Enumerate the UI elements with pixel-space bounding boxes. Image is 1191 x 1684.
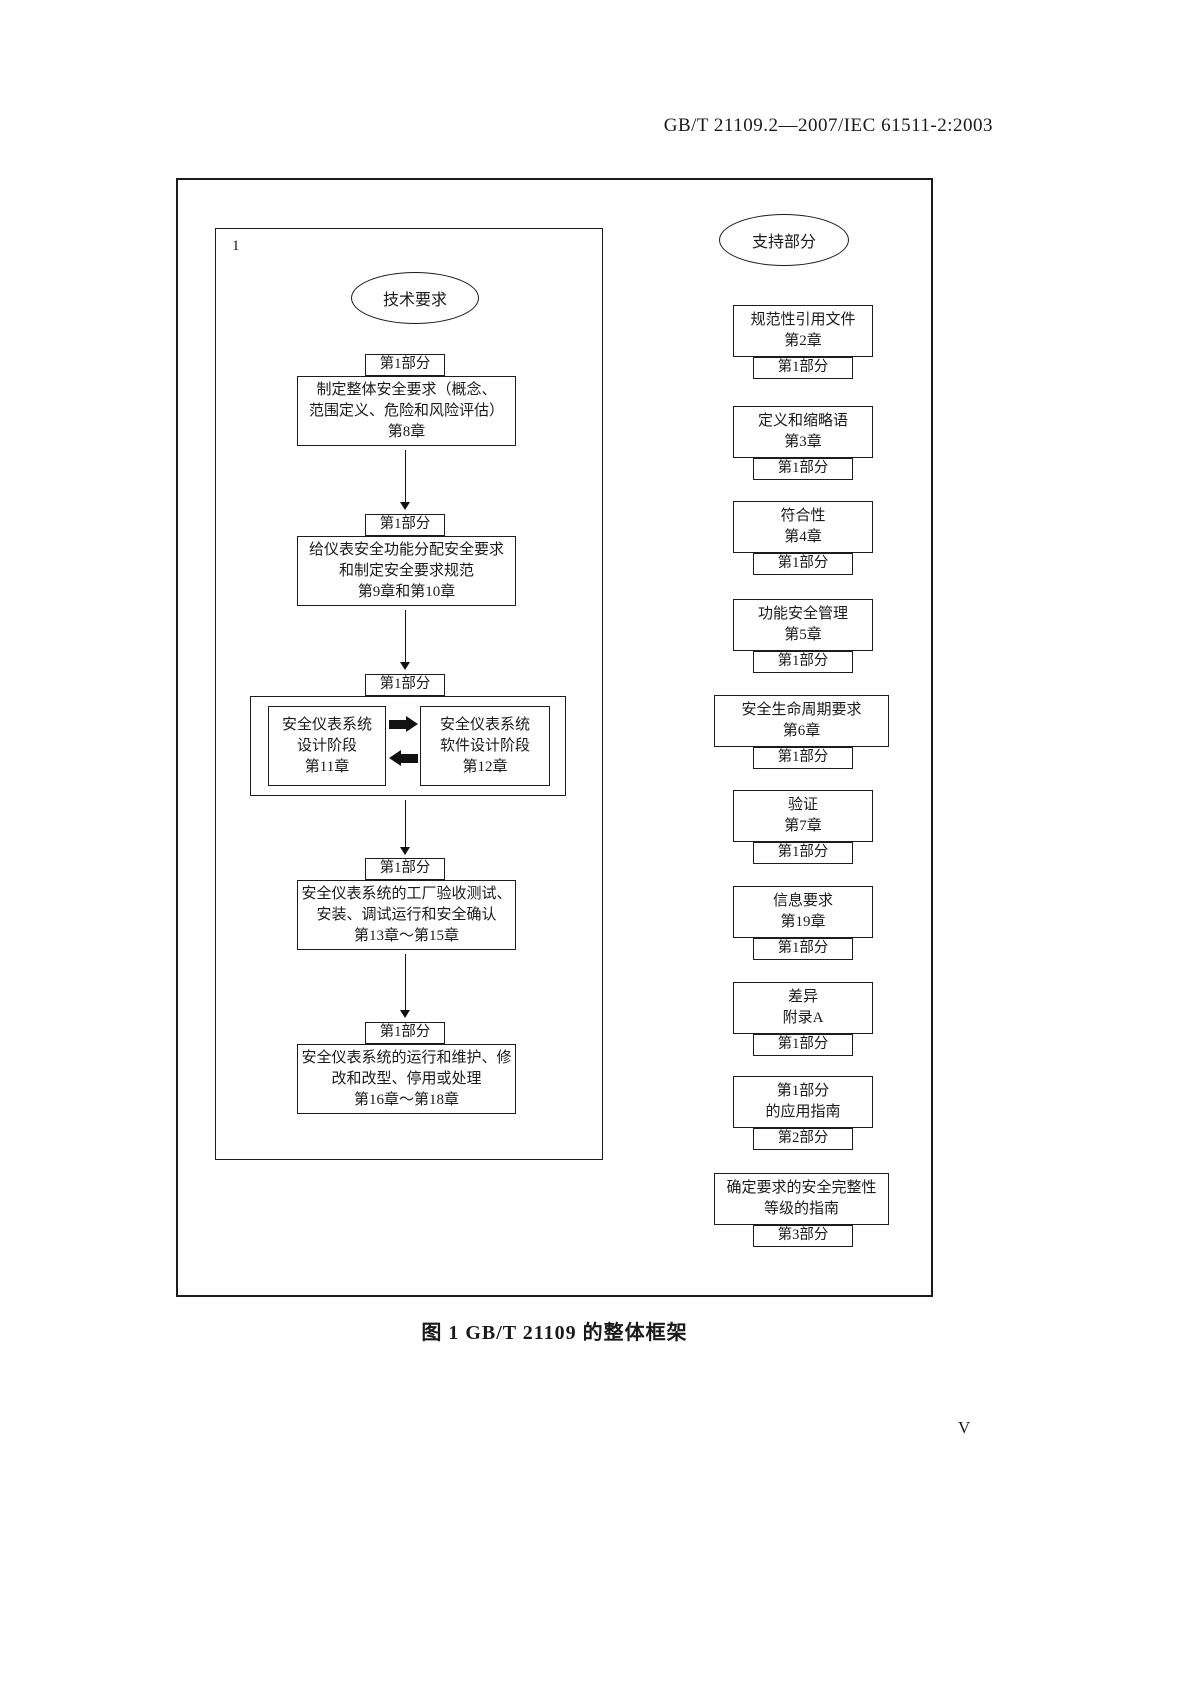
left-flow-frame xyxy=(215,228,603,1160)
support-item-tab: 第1部分 xyxy=(753,357,853,379)
step5-box: 安全仪表系统的运行和维护、修 改和改型、停用或处理 第16章～第18章 xyxy=(297,1044,516,1114)
step5-line: 第16章～第18章 xyxy=(353,1091,459,1108)
support-item-box: 符合性 第4章 xyxy=(733,501,873,553)
support-item-line: 安全生命周期要求 xyxy=(741,702,862,718)
sis-software-line: 安全仪表系统 xyxy=(439,716,530,733)
support-item-line: 第4章 xyxy=(784,529,822,545)
support-item-box: 规范性引用文件 第2章 xyxy=(733,305,873,357)
step1-box: 制定整体安全要求（概念、 范围定义、危险和风险评估） 第8章 xyxy=(297,376,516,446)
sis-software-line: 软件设计阶段 xyxy=(439,737,530,754)
support-item-line: 等级的指南 xyxy=(763,1201,839,1217)
support-item-line: 确定要求的安全完整性 xyxy=(726,1180,877,1196)
support-item-line: 第6章 xyxy=(782,723,821,739)
arrow-right-icon xyxy=(389,716,418,732)
support-item-line: 第1部分 xyxy=(776,1083,830,1099)
flow-arrow-down-icon xyxy=(400,450,411,510)
support-item-box: 定义和缩略语 第3章 xyxy=(733,406,873,458)
step5-part-tab: 第1部分 xyxy=(365,1022,445,1044)
support-item-tab: 第3部分 xyxy=(753,1225,853,1247)
support-item-line: 符合性 xyxy=(780,508,826,524)
step2-line: 和制定安全要求规范 xyxy=(338,562,474,579)
support-item-tab: 第1部分 xyxy=(753,651,853,673)
step4-line: 安装、调试运行和安全确认 xyxy=(316,906,497,923)
step2-part-tab: 第1部分 xyxy=(365,514,445,536)
frame-label: 1 xyxy=(232,238,240,254)
support-item-box: 确定要求的安全完整性 等级的指南 xyxy=(714,1173,889,1225)
sis-software-line: 第12章 xyxy=(462,758,508,775)
technical-requirements-label: 技术要求 xyxy=(382,292,447,309)
sis-design-line: 安全仪表系统 xyxy=(281,716,372,733)
support-item-tab: 第1部分 xyxy=(753,553,853,575)
supporting-parts-ellipse: 支持部分 xyxy=(719,214,849,266)
page-number: V xyxy=(958,1418,971,1437)
sis-design-line: 设计阶段 xyxy=(296,737,357,754)
supporting-parts-label: 支持部分 xyxy=(751,234,816,251)
step2-box: 给仪表安全功能分配安全要求 和制定安全要求规范 第9章和第10章 xyxy=(297,536,516,606)
figure-caption: 图 1 GB/T 21109 的整体框架 xyxy=(421,1322,688,1344)
step4-line: 安全仪表系统的工厂验收测试、 xyxy=(301,885,512,902)
support-item-box: 信息要求 第19章 xyxy=(733,886,873,938)
support-item-line: 信息要求 xyxy=(772,893,833,909)
support-item-tab: 第2部分 xyxy=(753,1128,853,1150)
support-item-line: 定义和缩略语 xyxy=(757,413,848,429)
support-item-line: 的应用指南 xyxy=(765,1104,841,1120)
support-item-line: 附录A xyxy=(782,1010,824,1026)
support-item-box: 第1部分 的应用指南 xyxy=(733,1076,873,1128)
support-item-line: 第7章 xyxy=(784,818,822,834)
step1-part-tab: 第1部分 xyxy=(365,354,445,376)
support-item-line: 第5章 xyxy=(784,627,822,643)
flow-arrow-down-icon xyxy=(400,610,411,670)
support-item-box: 安全生命周期要求 第6章 xyxy=(714,695,889,747)
support-item-line: 第3章 xyxy=(784,434,822,450)
figure-outer-frame xyxy=(176,178,933,1297)
support-item-tab: 第1部分 xyxy=(753,747,853,769)
step1-line: 第8章 xyxy=(387,423,426,440)
sis-software-design-box: 安全仪表系统 软件设计阶段 第12章 xyxy=(420,706,550,786)
support-item-line: 规范性引用文件 xyxy=(750,312,856,328)
step5-line: 改和改型、停用或处理 xyxy=(331,1070,482,1087)
support-item-tab: 第1部分 xyxy=(753,458,853,480)
step4-box: 安全仪表系统的工厂验收测试、 安装、调试运行和安全确认 第13章～第15章 xyxy=(297,880,516,950)
step1-line: 制定整体安全要求（概念、 xyxy=(316,381,497,398)
support-item-line: 第19章 xyxy=(780,914,826,930)
support-item-line: 功能安全管理 xyxy=(757,606,848,622)
arrow-left-icon xyxy=(389,750,418,766)
support-item-line: 第2章 xyxy=(784,333,822,349)
step2-line: 第9章和第10章 xyxy=(357,583,456,600)
support-item-tab: 第1部分 xyxy=(753,1034,853,1056)
step1-line: 范围定义、危险和风险评估） xyxy=(308,402,504,419)
support-item-tab: 第1部分 xyxy=(753,938,853,960)
support-item-box: 差异 附录A xyxy=(733,982,873,1034)
support-item-box: 功能安全管理 第5章 xyxy=(733,599,873,651)
support-item-line: 差异 xyxy=(787,989,818,1005)
step4-line: 第13章～第15章 xyxy=(353,927,459,944)
support-item-box: 验证 第7章 xyxy=(733,790,873,842)
sis-design-box: 安全仪表系统 设计阶段 第11章 xyxy=(268,706,386,786)
flow-arrow-down-icon xyxy=(400,954,411,1018)
document-header: GB/T 21109.2—2007/IEC 61511-2:2003 xyxy=(663,115,993,136)
technical-requirements-ellipse: 技术要求 xyxy=(351,272,479,324)
sis-design-line: 第11章 xyxy=(304,758,350,775)
step4-part-tab: 第1部分 xyxy=(365,858,445,880)
step3-part-tab: 第1部分 xyxy=(365,674,445,696)
flow-arrow-down-icon xyxy=(400,800,411,855)
support-item-tab: 第1部分 xyxy=(753,842,853,864)
support-item-line: 验证 xyxy=(787,797,818,813)
step2-line: 给仪表安全功能分配安全要求 xyxy=(308,541,504,558)
step5-line: 安全仪表系统的运行和维护、修 xyxy=(301,1049,512,1066)
